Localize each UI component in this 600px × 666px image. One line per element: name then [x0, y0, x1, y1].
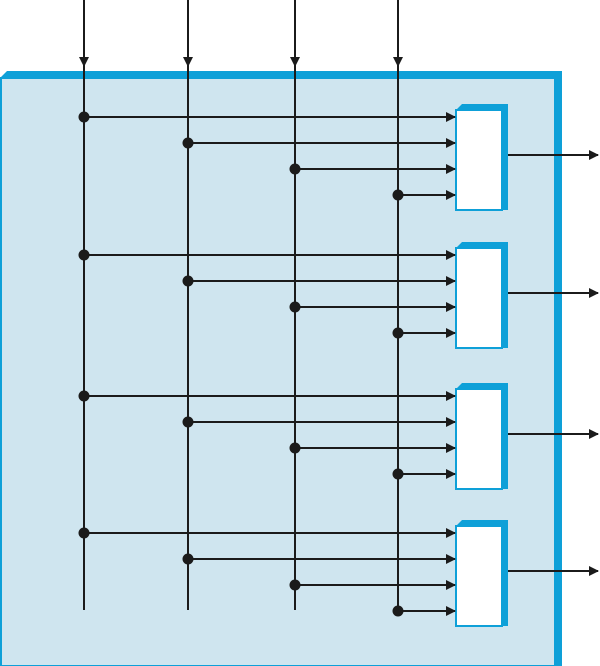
junction-dot-block4-row4	[392, 605, 404, 617]
output-block-2	[455, 247, 503, 349]
junction-dot-block3-row4	[392, 468, 404, 480]
junction-dot-block4-row1	[78, 527, 90, 539]
output-block-4	[455, 525, 503, 627]
junction-dot-block2-row2	[182, 275, 194, 287]
junction-dot-block2-row3	[289, 301, 301, 313]
junction-dot-block3-row3	[289, 442, 301, 454]
junction-dot-block1-row2	[182, 137, 194, 149]
junction-dot-block3-row2	[182, 416, 194, 428]
junction-dot-block2-row4	[392, 327, 404, 339]
junction-dot-block1-row4	[392, 189, 404, 201]
output-block-3	[455, 388, 503, 490]
junction-dot-block1-row1	[78, 111, 90, 123]
junction-dot-block4-row3	[289, 579, 301, 591]
junction-dot-block4-row2	[182, 553, 194, 565]
junction-dot-block3-row1	[78, 390, 90, 402]
junction-dot-block2-row1	[78, 249, 90, 261]
output-block-1	[455, 109, 503, 211]
junction-dot-block1-row3	[289, 163, 301, 175]
